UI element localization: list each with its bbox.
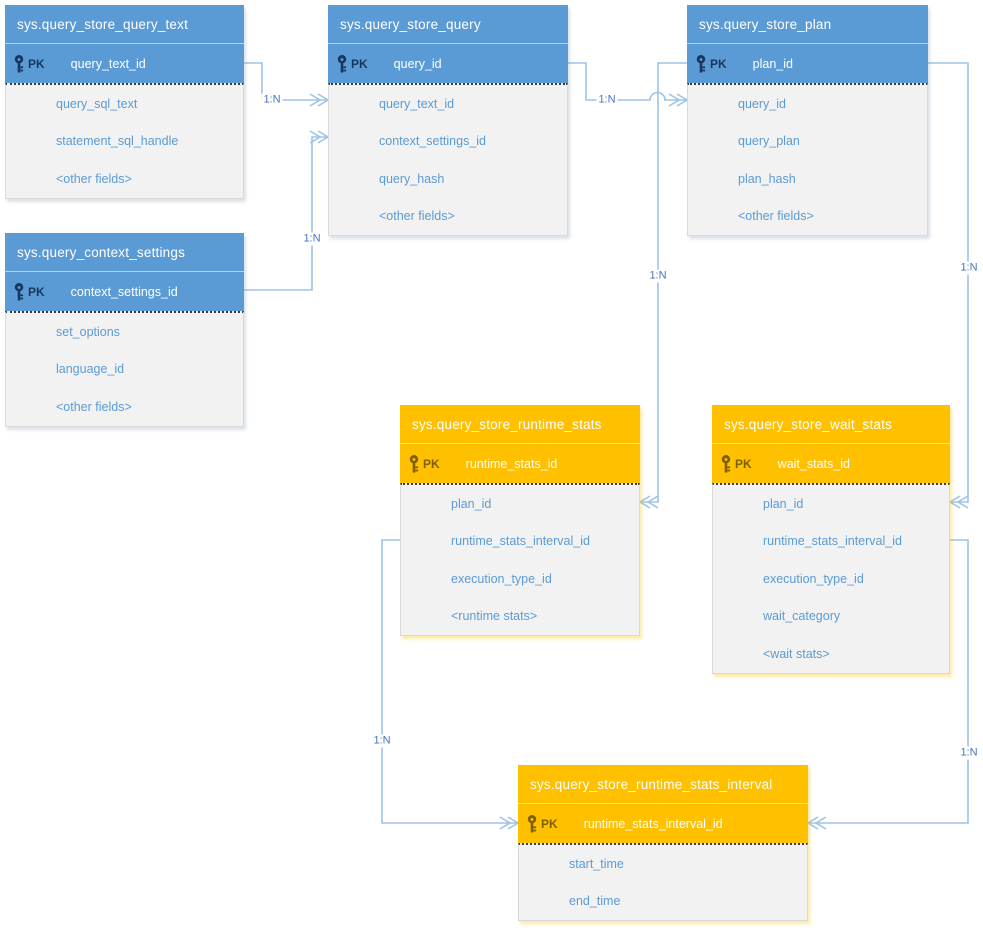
entity-query-store-query-text[interactable]: sys.query_store_query_text PK query_text… bbox=[5, 5, 244, 199]
entity-title: sys.query_store_wait_stats bbox=[712, 405, 950, 444]
pk-row: PK plan_id bbox=[687, 44, 928, 83]
entity-title: sys.query_store_query_text bbox=[5, 5, 244, 44]
field-row: query_sql_text bbox=[56, 96, 138, 111]
field-row: query_plan bbox=[738, 134, 800, 149]
pk-field: context_settings_id bbox=[70, 284, 178, 299]
field-row: execution_type_id bbox=[451, 571, 552, 586]
entity-title: sys.query_store_runtime_stats bbox=[400, 405, 640, 444]
field-row: <wait stats> bbox=[763, 646, 830, 661]
field-row: query_hash bbox=[379, 171, 445, 186]
field-row: plan_id bbox=[763, 496, 804, 511]
cardinality-label: 1:N bbox=[301, 232, 323, 246]
pk-badge: PK bbox=[541, 816, 558, 831]
entity-query-store-query[interactable]: sys.query_store_query PK query_id query_… bbox=[328, 5, 568, 236]
connector-context-settings-to-query[interactable] bbox=[244, 130, 330, 291]
pk-field: plan_id bbox=[752, 56, 793, 71]
entity-title: sys.query_context_settings bbox=[5, 233, 244, 272]
pk-field: runtime_stats_interval_id bbox=[583, 816, 723, 831]
field-row: start_time bbox=[569, 856, 624, 871]
connector-plan-to-runtime-stats[interactable] bbox=[638, 62, 687, 509]
cardinality-label: 1:N bbox=[958, 261, 980, 275]
field-row: <other fields> bbox=[738, 209, 814, 224]
field-row: end_time bbox=[569, 894, 621, 909]
entity-query-store-runtime-stats[interactable]: sys.query_store_runtime_stats PK runtime… bbox=[400, 405, 640, 636]
pk-field: runtime_stats_id bbox=[465, 456, 558, 471]
field-row: language_id bbox=[56, 362, 125, 377]
key-icon bbox=[527, 814, 537, 832]
entity-title: sys.query_store_query bbox=[328, 5, 568, 44]
pk-row: PK runtime_stats_interval_id bbox=[518, 804, 808, 843]
field-row: statement_sql_handle bbox=[56, 134, 179, 149]
pk-badge: PK bbox=[351, 56, 368, 71]
field-row: runtime_stats_interval_id bbox=[763, 534, 902, 549]
entity-query-store-runtime-stats-interval[interactable]: sys.query_store_runtime_stats_interval P… bbox=[518, 765, 808, 921]
key-icon bbox=[14, 54, 24, 72]
pk-field: wait_stats_id bbox=[777, 456, 850, 471]
field-row: <runtime stats> bbox=[451, 609, 538, 624]
pk-badge: PK bbox=[28, 56, 45, 71]
key-icon bbox=[337, 54, 347, 72]
field-row: set_options bbox=[56, 324, 120, 339]
key-icon bbox=[721, 454, 731, 472]
field-row: wait_category bbox=[763, 609, 841, 624]
field-row: runtime_stats_interval_id bbox=[451, 534, 590, 549]
cardinality-label: 1:N bbox=[958, 746, 980, 760]
pk-row: PK query_text_id bbox=[5, 44, 244, 83]
key-icon bbox=[14, 282, 24, 300]
cardinality-label: 1:N bbox=[261, 93, 283, 107]
pk-row: PK query_id bbox=[328, 44, 568, 83]
entity-title: sys.query_store_runtime_stats_interval bbox=[518, 765, 808, 804]
pk-row: PK context_settings_id bbox=[5, 272, 244, 311]
field-row: query_id bbox=[738, 96, 786, 111]
field-row: plan_hash bbox=[738, 171, 796, 186]
connector-query-to-plan[interactable] bbox=[568, 62, 689, 107]
cardinality-label: 1:N bbox=[647, 269, 669, 283]
key-icon bbox=[696, 54, 706, 72]
field-row: query_text_id bbox=[379, 96, 455, 111]
field-row: plan_id bbox=[451, 496, 492, 511]
entity-query-store-plan[interactable]: sys.query_store_plan PK plan_id query_id… bbox=[687, 5, 928, 236]
field-row: <other fields> bbox=[56, 399, 132, 414]
pk-badge: PK bbox=[735, 456, 752, 471]
pk-badge: PK bbox=[710, 56, 727, 71]
connector-query-text-to-query[interactable] bbox=[244, 62, 330, 107]
pk-field: query_id bbox=[393, 56, 442, 71]
field-row: <other fields> bbox=[379, 209, 455, 224]
pk-row: PK wait_stats_id bbox=[712, 444, 950, 483]
cardinality-label: 1:N bbox=[596, 93, 618, 107]
entity-title: sys.query_store_plan bbox=[687, 5, 928, 44]
pk-row: PK runtime_stats_id bbox=[400, 444, 640, 483]
entity-query-store-wait-stats[interactable]: sys.query_store_wait_stats PK wait_stats… bbox=[712, 405, 950, 674]
key-icon bbox=[409, 454, 419, 472]
cardinality-label: 1:N bbox=[371, 734, 393, 748]
field-row: <other fields> bbox=[56, 171, 132, 186]
pk-field: query_text_id bbox=[70, 56, 146, 71]
entity-query-context-settings[interactable]: sys.query_context_settings PK context_se… bbox=[5, 233, 244, 427]
field-row: context_settings_id bbox=[379, 134, 487, 149]
pk-badge: PK bbox=[28, 284, 45, 299]
pk-badge: PK bbox=[423, 456, 440, 471]
field-row: execution_type_id bbox=[763, 571, 864, 586]
